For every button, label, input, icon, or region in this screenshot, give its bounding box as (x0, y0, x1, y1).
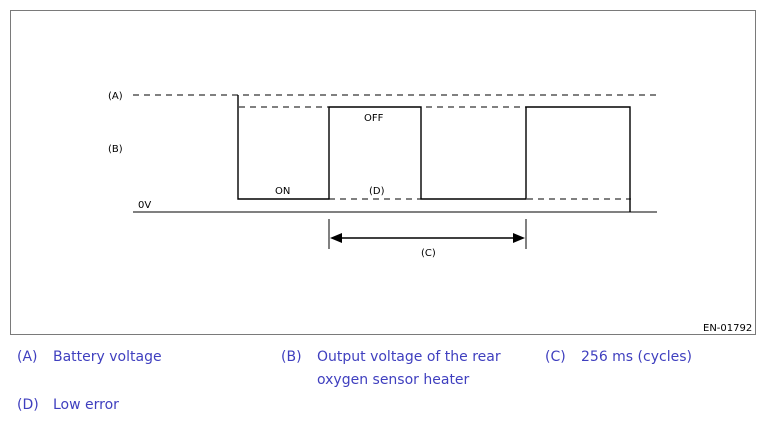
legend-key-a: (A) (17, 349, 38, 365)
square-waveform (237, 95, 631, 212)
label-c: (C) (421, 248, 436, 259)
label-on: ON (275, 186, 290, 197)
legend-text-b-line1: Output voltage of the rear (317, 349, 501, 365)
label-d: (D) (369, 186, 385, 197)
legend-text-d: Low error (53, 397, 119, 413)
legend-text-b-line2: oxygen sensor heater (317, 372, 470, 388)
legend-item-c: (C) 256 ms (cycles) (545, 346, 692, 369)
legend-item-d: (D) Low error (17, 394, 119, 417)
legend-text-a: Battery voltage (53, 349, 162, 365)
label-a: (A) (108, 91, 123, 102)
diagram-frame: (A) (B) 0V ON OFF (D) (C) EN-01792 (10, 10, 756, 335)
legend-key-c: (C) (545, 349, 566, 365)
label-off: OFF (364, 113, 384, 124)
cycle-arrow-left-head (330, 233, 342, 243)
legend-key-d: (D) (17, 397, 39, 413)
label-zero-volt: 0V (138, 200, 151, 211)
waveform-diagram: (A) (B) 0V ON OFF (D) (C) EN-01792 (108, 91, 752, 334)
figure-id: EN-01792 (703, 323, 752, 334)
legend-item-b: (B) Output voltage of the rear oxygen sens… (281, 346, 501, 392)
legend-key-b: (B) (281, 349, 302, 365)
cycle-arrow-right-head (513, 233, 525, 243)
label-b: (B) (108, 144, 123, 155)
legend-text-c: 256 ms (cycles) (581, 349, 692, 365)
legend-item-a: (A) Battery voltage (17, 346, 162, 369)
